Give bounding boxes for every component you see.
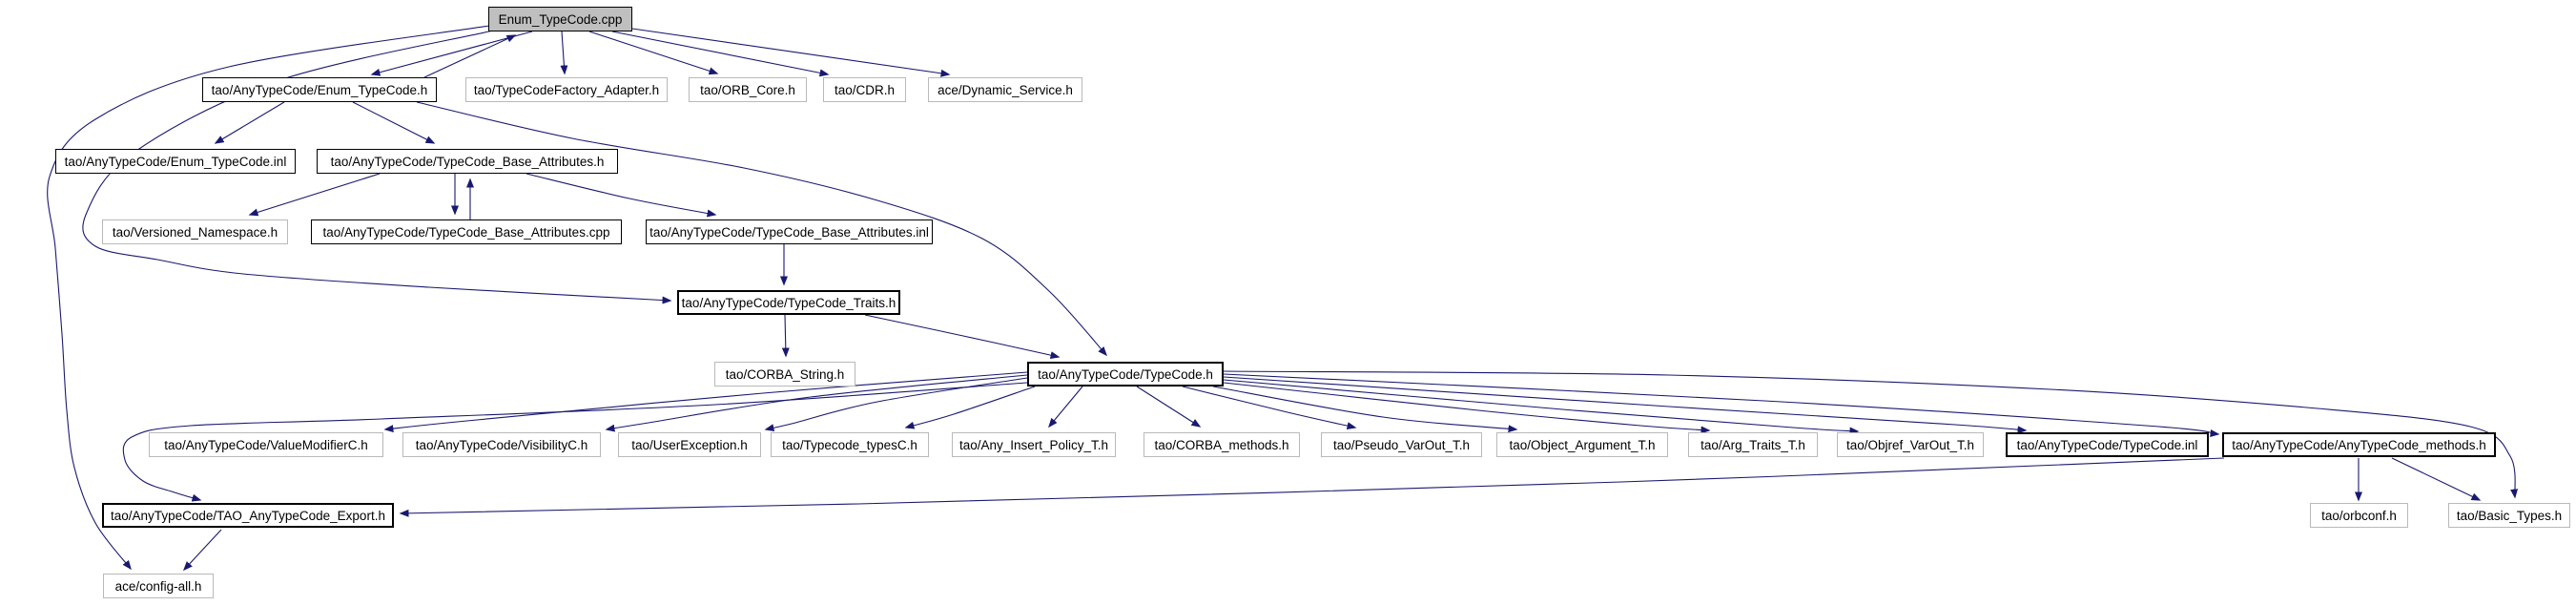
edge-tba_h-vns bbox=[248, 173, 381, 217]
node-label: tao/CDR.h bbox=[834, 82, 896, 97]
node-label: Enum_TypeCode.cpp bbox=[498, 11, 623, 27]
edge-cpp-tcf bbox=[560, 31, 568, 75]
edge-tc_h-aip bbox=[1048, 386, 1083, 428]
edge-tc_h-exp bbox=[122, 382, 1028, 502]
node-label: tao/CORBA_methods.h bbox=[1154, 437, 1289, 452]
edge-cpp-cfg bbox=[47, 25, 490, 571]
node-cpp[interactable]: Enum_TypeCode.cpp bbox=[488, 7, 632, 31]
node-dyn: ace/Dynamic_Service.h bbox=[928, 77, 1082, 102]
node-label: tao/Basic_Types.h bbox=[2456, 508, 2563, 523]
node-label: tao/CORBA_String.h bbox=[725, 366, 845, 382]
node-atcm[interactable]: tao/AnyTypeCode/AnyTypeCode_methods.h bbox=[2222, 432, 2496, 457]
node-label: tao/Object_Argument_T.h bbox=[1509, 437, 1656, 452]
node-label: tao/AnyTypeCode/TypeCode.inl bbox=[2016, 437, 2198, 452]
edge-enum_h-tba_h bbox=[352, 101, 436, 144]
node-enum_h[interactable]: tao/AnyTypeCode/Enum_TypeCode.h bbox=[202, 77, 437, 102]
node-label: tao/UserException.h bbox=[631, 437, 748, 452]
edge-cpp-orb bbox=[588, 31, 719, 75]
node-enum_inl[interactable]: tao/AnyTypeCode/Enum_TypeCode.inl bbox=[55, 149, 296, 174]
node-argt: tao/Arg_Traits_T.h bbox=[1688, 432, 1818, 457]
node-orbconf: tao/orbconf.h bbox=[2310, 503, 2408, 528]
node-label: tao/AnyTypeCode/TAO_AnyTypeCode_Export.h bbox=[111, 508, 385, 523]
node-tba_cpp[interactable]: tao/AnyTypeCode/TypeCode_Base_Attributes… bbox=[311, 219, 622, 244]
node-pvo: tao/Pseudo_VarOut_T.h bbox=[1321, 432, 1482, 457]
edge-tba_h-tba_inl bbox=[526, 173, 717, 218]
node-cfg: ace/config-all.h bbox=[103, 574, 214, 598]
edge-tc_h-cmeth bbox=[1136, 386, 1202, 428]
edge-enum_h-tc_h bbox=[416, 101, 1107, 357]
node-label: tao/orbconf.h bbox=[2321, 508, 2397, 523]
edge-tc_h-oarg bbox=[1212, 386, 1518, 433]
node-label: tao/AnyTypeCode/TypeCode_Traits.h bbox=[681, 295, 896, 310]
node-label: tao/AnyTypeCode/ValueModifierC.h bbox=[164, 437, 368, 452]
node-btypes: tao/Basic_Types.h bbox=[2448, 503, 2570, 528]
edge-enum_h-cpp bbox=[423, 34, 517, 78]
node-label: tao/TypeCodeFactory_Adapter.h bbox=[473, 82, 660, 97]
edge-enum_h-enum_inl bbox=[214, 101, 285, 144]
node-vmod: tao/AnyTypeCode/ValueModifierC.h bbox=[149, 432, 383, 457]
node-label: tao/ORB_Core.h bbox=[700, 82, 795, 97]
edge-traits-cstring bbox=[781, 314, 790, 358]
node-tcf: tao/TypeCodeFactory_Adapter.h bbox=[465, 77, 668, 102]
edge-exp-cfg bbox=[182, 529, 222, 572]
edge-tc_h-argt bbox=[1223, 382, 1711, 434]
node-label: tao/Arg_Traits_T.h bbox=[1700, 437, 1805, 452]
node-label: tao/Pseudo_VarOut_T.h bbox=[1332, 437, 1471, 452]
node-label: tao/AnyTypeCode/Enum_TypeCode.h bbox=[211, 82, 428, 97]
node-label: tao/AnyTypeCode/Enum_TypeCode.inl bbox=[64, 154, 287, 169]
node-tba_inl[interactable]: tao/AnyTypeCode/TypeCode_Base_Attributes… bbox=[646, 219, 933, 244]
node-label: tao/AnyTypeCode/VisibilityC.h bbox=[415, 437, 588, 452]
node-label: ace/Dynamic_Service.h bbox=[938, 82, 1073, 97]
edge-cpp-cdr bbox=[611, 31, 830, 77]
node-oarg: tao/Object_Argument_T.h bbox=[1496, 432, 1668, 457]
node-label: tao/AnyTypeCode/TypeCode_Base_Attributes… bbox=[322, 224, 610, 240]
node-label: tao/Typecode_typesC.h bbox=[782, 437, 917, 452]
node-label: tao/Versioned_Namespace.h bbox=[112, 224, 278, 240]
node-cmeth: tao/CORBA_methods.h bbox=[1144, 432, 1300, 457]
edge-tc_h-ovo bbox=[1223, 379, 1860, 435]
node-cstring: tao/CORBA_String.h bbox=[714, 362, 855, 387]
node-tba_h[interactable]: tao/AnyTypeCode/TypeCode_Base_Attributes… bbox=[317, 149, 618, 174]
edge-tc_h-atcm bbox=[1223, 373, 2220, 437]
node-label: tao/AnyTypeCode/AnyTypeCode_methods.h bbox=[2232, 437, 2486, 452]
node-label: tao/AnyTypeCode/TypeCode_Base_Attributes… bbox=[649, 224, 929, 240]
edge-traits-tc_h bbox=[864, 314, 1061, 360]
edge-cpp-enum_h bbox=[370, 31, 533, 76]
node-ovo: tao/Objref_VarOut_T.h bbox=[1837, 432, 1984, 457]
node-vis: tao/AnyTypeCode/VisibilityC.h bbox=[402, 432, 601, 457]
edge-atcm-exp bbox=[399, 457, 2225, 517]
node-vns: tao/Versioned_Namespace.h bbox=[102, 219, 288, 244]
node-uex: tao/UserException.h bbox=[618, 432, 761, 457]
node-label: tao/Objref_VarOut_T.h bbox=[1845, 437, 1975, 452]
edge-tc_h-pvo bbox=[1182, 386, 1357, 430]
edge-atcm-btypes bbox=[2391, 457, 2482, 501]
edge-cpp-dyn bbox=[631, 28, 951, 77]
edge-tc_h-ttc bbox=[904, 386, 1036, 429]
node-label: ace/config-all.h bbox=[114, 578, 202, 594]
node-label: tao/AnyTypeCode/TypeCode_Base_Attributes… bbox=[330, 154, 605, 169]
node-exp[interactable]: tao/AnyTypeCode/TAO_AnyTypeCode_Export.h bbox=[102, 503, 394, 528]
edge-tc_h-vmod bbox=[383, 371, 1028, 433]
node-traits[interactable]: tao/AnyTypeCode/TypeCode_Traits.h bbox=[677, 290, 900, 315]
edge-tc_h-uex bbox=[764, 377, 1028, 432]
node-tc_inl[interactable]: tao/AnyTypeCode/TypeCode.inl bbox=[2006, 432, 2209, 457]
node-aip: tao/Any_Insert_Policy_T.h bbox=[952, 432, 1116, 457]
node-tc_h[interactable]: tao/AnyTypeCode/TypeCode.h bbox=[1027, 362, 1224, 387]
node-label: tao/AnyTypeCode/TypeCode.h bbox=[1038, 366, 1213, 382]
node-cdr: tao/CDR.h bbox=[823, 77, 906, 102]
node-ttc: tao/Typecode_typesC.h bbox=[771, 432, 929, 457]
edge-tc_h-vis bbox=[605, 374, 1028, 432]
node-orb: tao/ORB_Core.h bbox=[689, 77, 807, 102]
node-label: tao/Any_Insert_Policy_T.h bbox=[958, 437, 1109, 452]
edge-tc_h-tc_inl bbox=[1223, 376, 2028, 434]
